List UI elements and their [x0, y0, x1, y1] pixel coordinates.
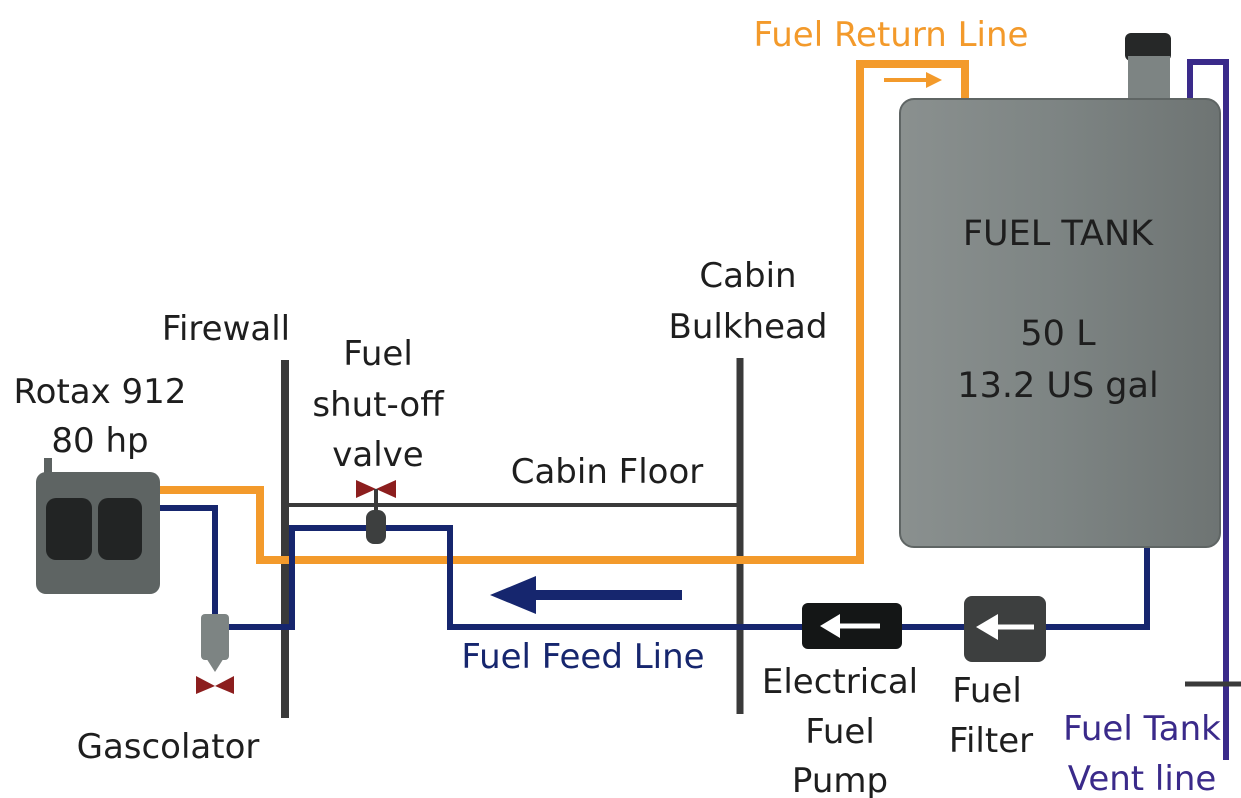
shutoff-valve-icon [356, 480, 376, 498]
shutoff-valve-body [366, 510, 386, 544]
fuel-filter-label-line2: Filter [949, 721, 1033, 761]
return-flow-arrow-head [926, 72, 942, 88]
electrical-fuel-pump-label-line2: Fuel [805, 712, 875, 752]
engine-cylinder-left [46, 498, 92, 560]
shutoff-valve-label-line3: valve [332, 435, 423, 475]
cabin-floor-label: Cabin Floor [511, 452, 704, 492]
electrical-fuel-pump-label-line1: Electrical [762, 662, 918, 702]
vent-line-label-line1: Fuel Tank [1063, 709, 1221, 749]
shutoff-valve-icon-right [376, 480, 396, 498]
gascolator-drain-valve-icon [196, 676, 215, 694]
cabin-bulkhead-label-line2: Bulkhead [669, 307, 828, 347]
fuel-return-line [160, 60, 969, 564]
cabin-bulkhead-label-line1: Cabin [699, 256, 796, 296]
fuel-feed-line [160, 505, 1150, 630]
feed-flow-arrow-head [490, 576, 536, 614]
gascolator-label: Gascolator [77, 727, 260, 767]
fuel-tank-filler-cap [1125, 33, 1171, 61]
filter-arrow-head [976, 614, 998, 640]
gascolator-bowl [201, 650, 229, 672]
fuel-filter-label-line1: Fuel [952, 671, 1022, 711]
engine-label-line2: 80 hp [51, 421, 148, 461]
fuel-tank-title: FUEL TANK [963, 214, 1154, 254]
fuel-tank-capacity-liters: 50 L [1020, 314, 1096, 354]
engine-cylinder-right [98, 498, 142, 560]
firewall-label: Firewall [162, 309, 290, 349]
fuel-tank-capacity-gallons: 13.2 US gal [957, 366, 1158, 406]
gascolator-body [201, 614, 229, 660]
shutoff-valve-label-line1: Fuel [343, 334, 413, 374]
fuel-tank [899, 98, 1221, 548]
fuel-return-line-label: Fuel Return Line [754, 15, 1029, 55]
electrical-fuel-pump-label-line3: Pump [792, 761, 888, 798]
engine-label-line1: Rotax 912 [14, 372, 187, 412]
vent-line-label-line2: Vent line [1068, 759, 1217, 798]
gascolator-drain-valve-icon-right [215, 676, 234, 694]
fuel-tank-vent-line [1187, 59, 1229, 760]
pump-arrow-head [820, 614, 840, 638]
fuel-feed-line-label: Fuel Feed Line [461, 637, 704, 677]
shutoff-valve-label-line2: shut-off [312, 385, 445, 425]
